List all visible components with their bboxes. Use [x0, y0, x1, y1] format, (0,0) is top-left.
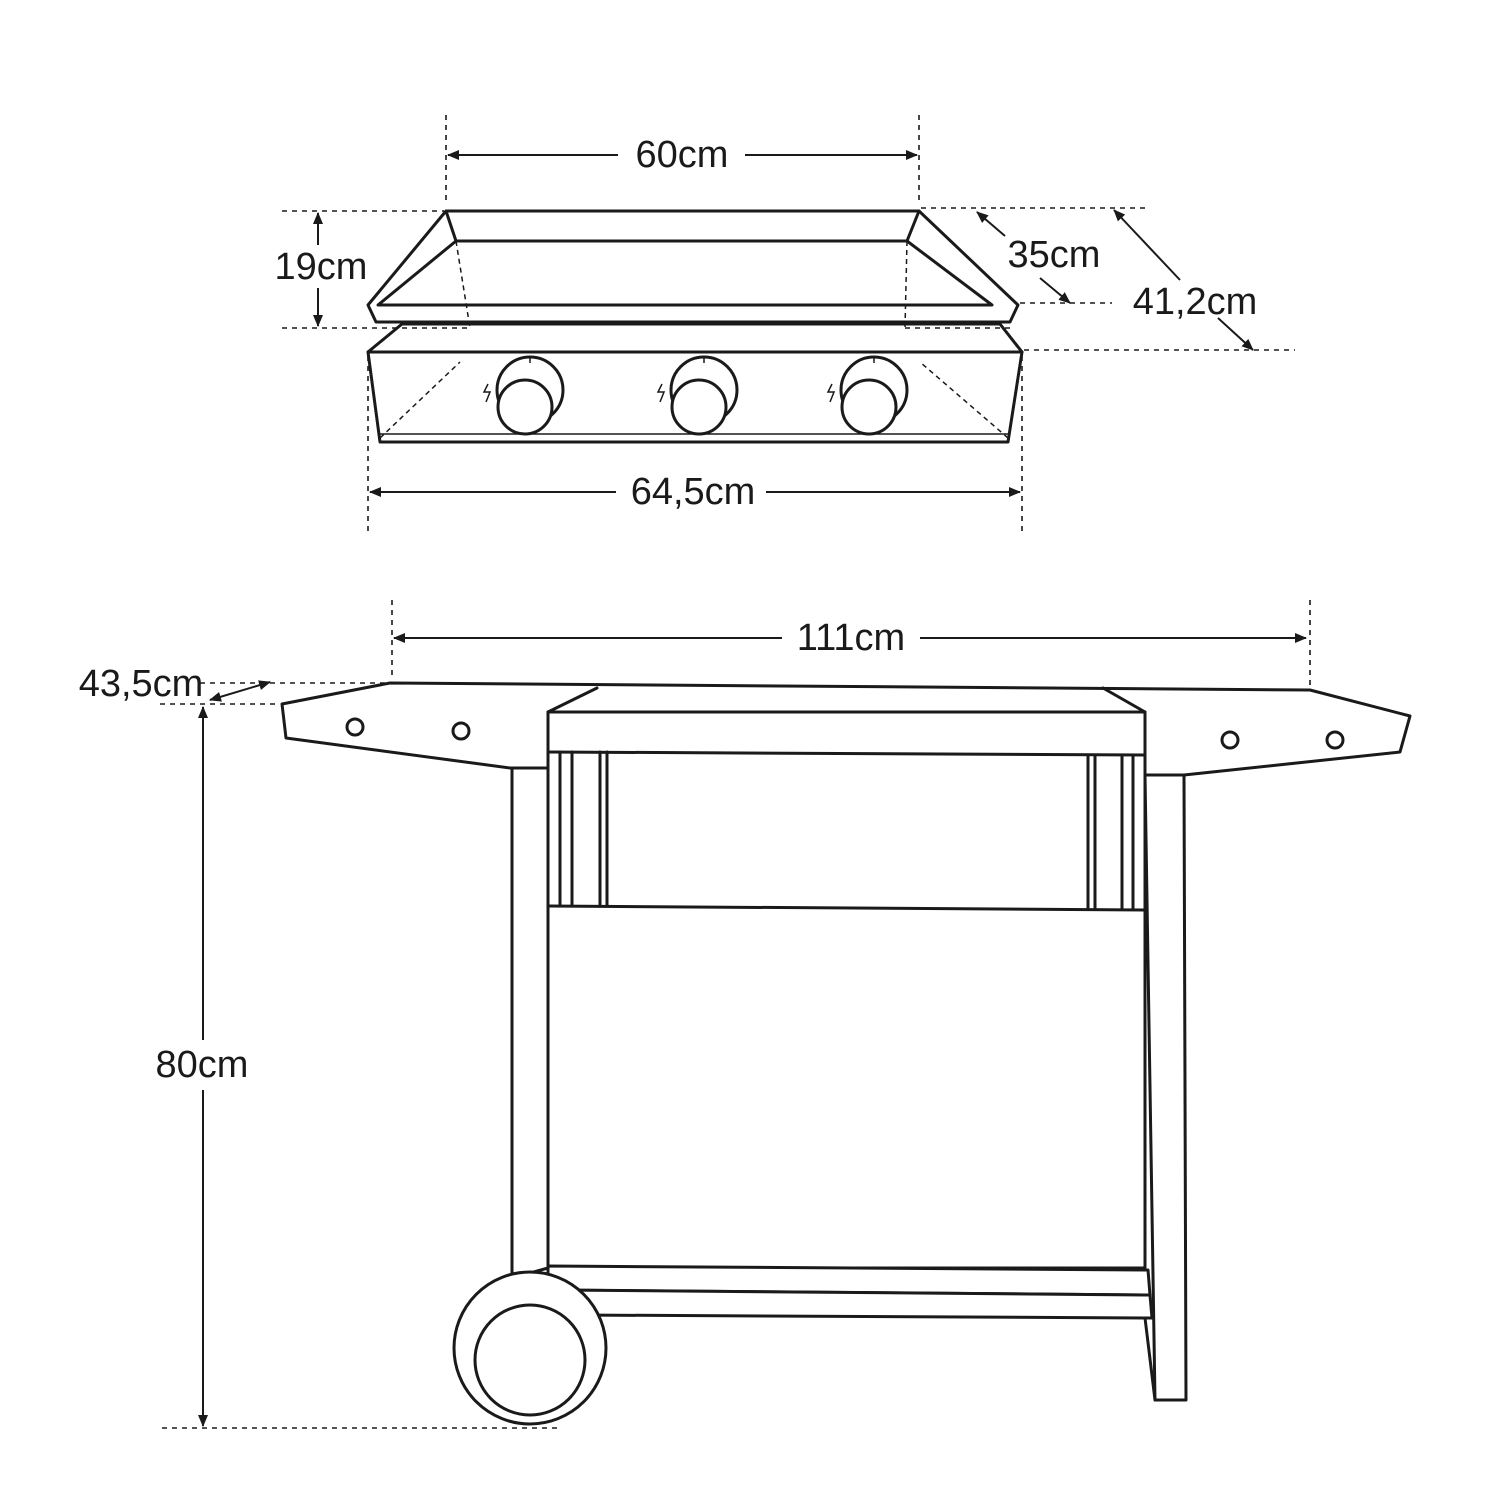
- cart-wheel: [452, 1270, 608, 1426]
- cart-tabletop: [280, 681, 1412, 777]
- dim-label-cart-depth: 43,5cm: [79, 663, 204, 705]
- cart-dimension-lines: [160, 600, 1311, 1429]
- cart-drawing: [280, 681, 1412, 1426]
- griddle-dimension-lines: [282, 115, 1295, 532]
- dim-label-griddle-depth: 35cm: [1008, 234, 1101, 276]
- cart-frame: [546, 710, 1147, 1270]
- dim-label-cart-height: 80cm: [156, 1044, 249, 1086]
- dim-label-griddle-height: 19cm: [275, 246, 368, 288]
- burner-knob-1: [482, 355, 565, 436]
- dim-label-base-depth: 41,2cm: [1133, 281, 1258, 323]
- cart-left-leg: [510, 758, 550, 1280]
- burner-knob-2: [656, 355, 739, 436]
- griddle-drawing: [366, 209, 1024, 444]
- dim-label-cart-width: 111cm: [797, 617, 905, 659]
- dim-label-base-width: 64,5cm: [631, 471, 756, 513]
- dim-label-griddle-width: 60cm: [636, 134, 729, 176]
- burner-knob-3: [826, 355, 909, 436]
